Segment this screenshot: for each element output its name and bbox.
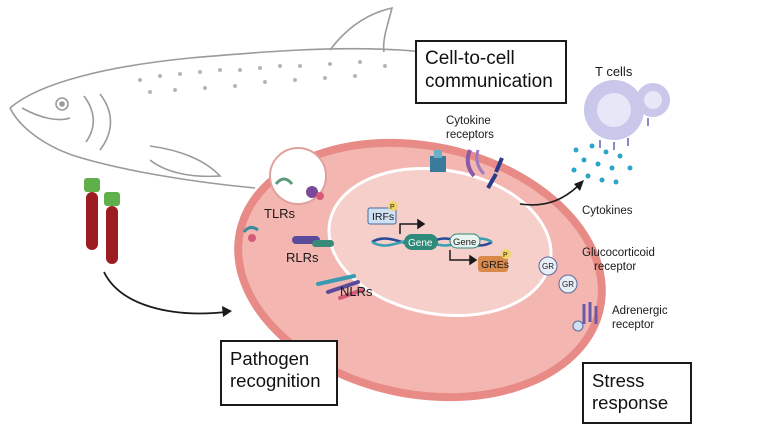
gr-label-1: GR (542, 262, 554, 271)
irfs-label: IRFs (372, 211, 394, 223)
t-cell-icon (584, 80, 670, 150)
stress-line-2: response (592, 392, 669, 414)
blood-tube-icon (84, 178, 120, 264)
pathogen-recognition-box: Pathogen recognition (220, 340, 338, 406)
cytokine-arrow (519, 180, 584, 206)
gr-icons (538, 256, 578, 294)
glucocorticoid-label-2: receptor (594, 261, 636, 273)
rlrs-label: RLRs (286, 250, 319, 265)
cell-to-cell-box: Cell-to-cell communication (415, 40, 567, 104)
tlr-surface-receptor (242, 225, 259, 242)
gene-boxes (404, 233, 481, 250)
gres-badge (478, 249, 511, 272)
nlr-icon (316, 274, 364, 300)
endosome (269, 147, 327, 205)
adrenergic-receptor-icon (572, 302, 598, 332)
stress-response-box: Stress response (582, 362, 692, 424)
irfs-badge (367, 201, 398, 225)
pathogen-line-2: recognition (230, 370, 321, 392)
cell-to-cell-line-2: communication (425, 70, 553, 92)
cytokine-receptors-label-1: Cytokine (446, 115, 491, 127)
salmon-spots (138, 60, 387, 94)
gres-label: GREs (481, 259, 509, 271)
gene-label-1: Gene (408, 238, 433, 249)
glucocorticoid-label-1: Glucocorticoid (582, 247, 655, 259)
gene-label-2: Gene (453, 237, 476, 248)
nlrs-label: NLRs (340, 284, 373, 299)
tlrs-label: TLRs (264, 206, 296, 221)
adrenergic-label-2: receptor (612, 319, 654, 331)
t-cells-label: T cells (595, 64, 633, 79)
cell-to-cell-line-1: Cell-to-cell (425, 48, 515, 69)
cytokine-dots (571, 143, 633, 185)
transcription-arrows (399, 218, 478, 266)
stress-line-1: Stress (592, 370, 645, 391)
cytokine-receptor-icons (430, 149, 504, 189)
rlr-icon (292, 236, 334, 247)
cytokines-label: Cytokines (582, 205, 633, 217)
gres-phospho: P (503, 252, 508, 259)
irfs-phospho: P (390, 204, 395, 211)
pathogen-arrow (103, 271, 232, 317)
cytokine-receptors-label-2: receptors (446, 129, 494, 141)
pathogen-line-1: Pathogen (230, 348, 310, 369)
adrenergic-label-1: Adrenergic (612, 305, 668, 317)
gr-label-2: GR (562, 280, 574, 289)
